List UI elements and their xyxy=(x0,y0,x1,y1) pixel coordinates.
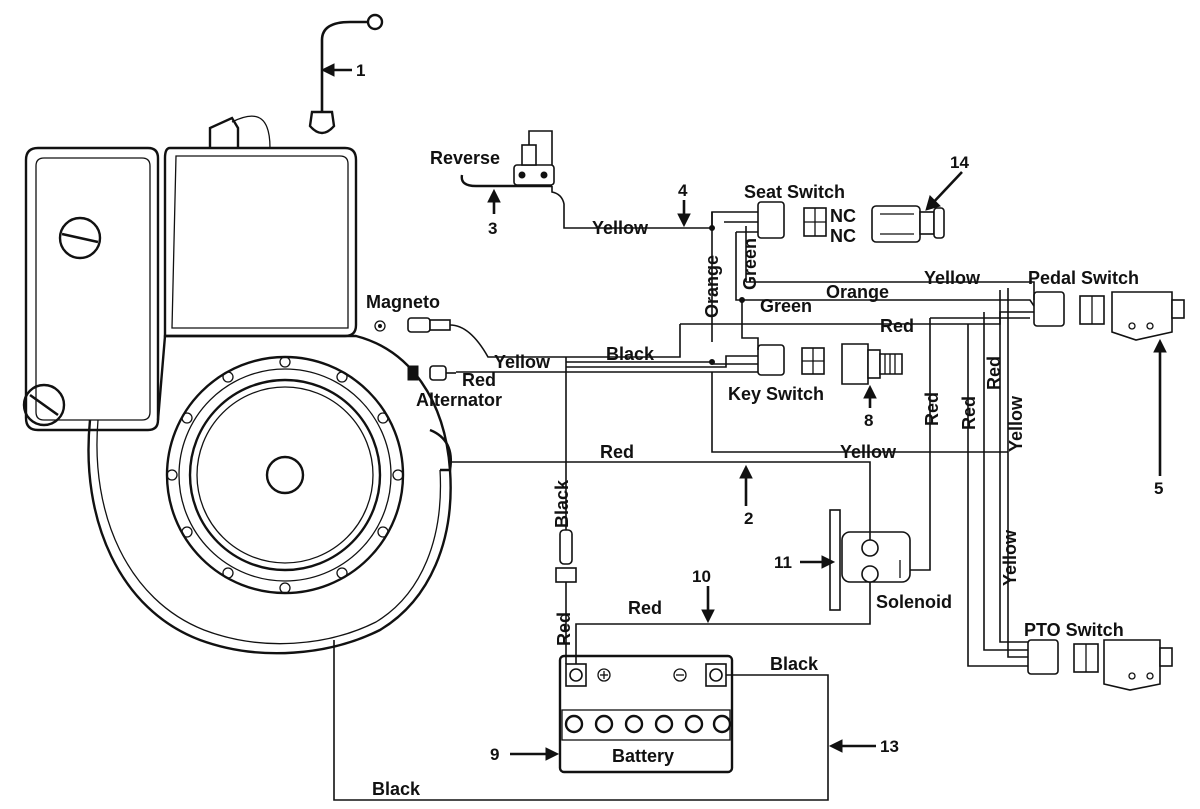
callout-number: 5 xyxy=(1154,479,1163,498)
alternator-connector xyxy=(407,365,447,381)
wire-label: Red xyxy=(554,612,574,646)
label-seat-switch: Seat Switch xyxy=(744,182,845,202)
label-solenoid: Solenoid xyxy=(876,592,952,612)
label-alternator: Alternator xyxy=(416,390,502,410)
screw-icon xyxy=(22,383,66,427)
ground-wire xyxy=(308,13,384,135)
label-pedal-switch: Pedal Switch xyxy=(1028,268,1139,288)
wire-label: Green xyxy=(740,238,760,290)
wire-label: Red xyxy=(462,370,496,390)
wire-label: Yellow xyxy=(1006,395,1026,452)
wire-label: Black xyxy=(606,344,655,364)
callout-number: 4 xyxy=(678,181,688,200)
callout-number: 2 xyxy=(744,509,753,528)
callout-number: 1 xyxy=(356,61,365,80)
callout-number: 3 xyxy=(488,219,497,238)
callout-number: 11 xyxy=(774,553,792,572)
callout-number: 8 xyxy=(864,411,873,430)
component-labels: Reverse Seat Switch NC NC Magneto Altern… xyxy=(366,148,1139,766)
wire-label: Yellow xyxy=(592,218,649,238)
flywheel-bolts xyxy=(166,356,404,594)
pedal-switch xyxy=(1033,291,1185,341)
wire-label: Orange xyxy=(702,255,722,318)
callout-number: 14 xyxy=(950,153,969,172)
label-pto-switch: PTO Switch xyxy=(1024,620,1124,640)
wire-label: Black xyxy=(372,779,421,799)
callout-arrows xyxy=(320,63,1167,761)
magneto-terminal xyxy=(374,317,451,333)
wire-label: Green xyxy=(760,296,812,316)
callout-number: 9 xyxy=(490,745,499,764)
wire-label: Black xyxy=(770,654,819,674)
wire-label: Red xyxy=(880,316,914,336)
label-nc-bottom: NC xyxy=(830,226,856,246)
label-magneto: Magneto xyxy=(366,292,440,312)
reverse-switch xyxy=(460,130,555,188)
wire-label: Orange xyxy=(826,282,889,302)
wires xyxy=(333,186,1035,801)
wire-labels: Yellow Orange Green Green Orange Yellow … xyxy=(372,218,1026,799)
callout-numbers: 1 2 3 4 5 8 9 10 11 13 14 xyxy=(356,61,1163,764)
wire-label: Yellow xyxy=(840,442,897,462)
label-reverse: Reverse xyxy=(430,148,500,168)
label-nc-top: NC xyxy=(830,206,856,226)
plunger-switch xyxy=(871,205,945,243)
pto-switch xyxy=(1027,639,1173,691)
key-switch xyxy=(757,343,903,385)
label-battery: Battery xyxy=(612,746,674,766)
callout-number: 10 xyxy=(692,567,711,586)
wire-label: Red xyxy=(600,442,634,462)
callout-number: 13 xyxy=(880,737,899,756)
battery-cells xyxy=(564,714,732,734)
wire-label: Yellow xyxy=(924,268,981,288)
solenoid xyxy=(829,509,911,611)
seat-switch xyxy=(757,201,827,239)
wire-label: Black xyxy=(552,479,572,528)
wire-label: Yellow xyxy=(1000,529,1020,586)
wire-label: Red xyxy=(628,598,662,618)
wire-label: Red xyxy=(959,396,979,430)
wire-label: Yellow xyxy=(494,352,551,372)
screw-icon xyxy=(58,216,102,260)
wire-label: Red xyxy=(922,392,942,426)
label-key-switch: Key Switch xyxy=(728,384,824,404)
engine xyxy=(22,115,452,655)
wire-label: Red xyxy=(984,356,1004,390)
